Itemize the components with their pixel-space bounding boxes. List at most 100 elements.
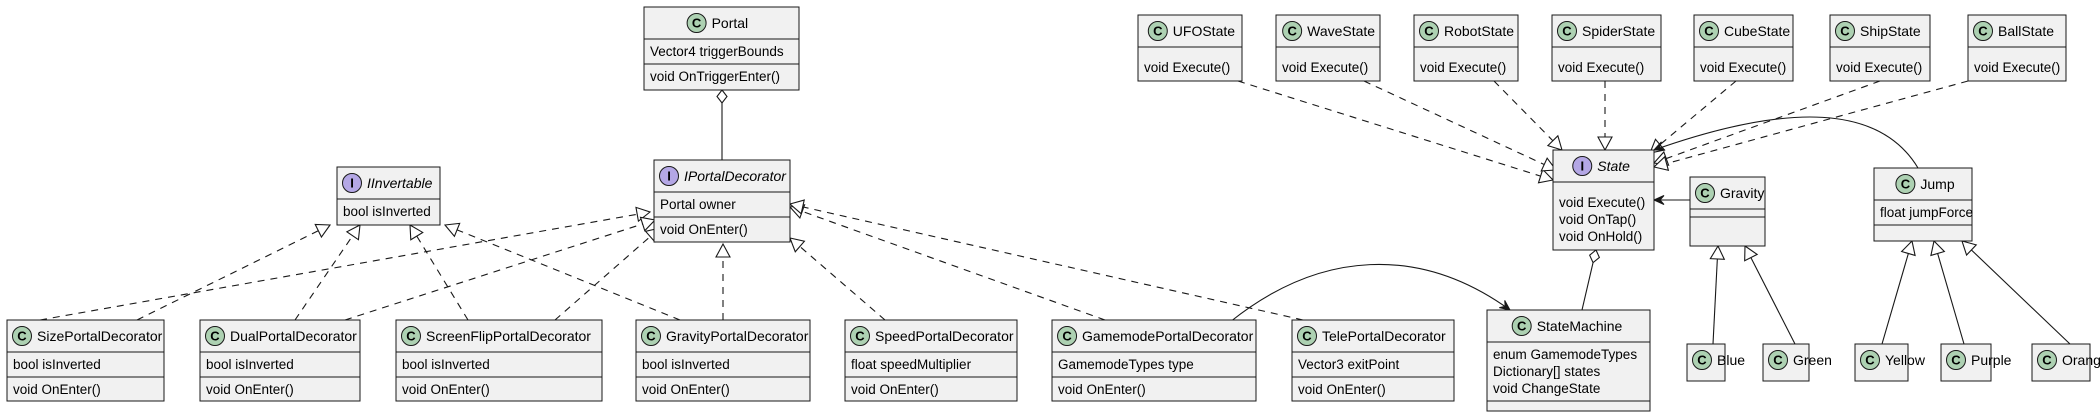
badge-letter: C — [692, 16, 702, 31]
association-arrowhead — [1652, 141, 1666, 151]
relation-wavestate-to-state — [1363, 80, 1558, 172]
realization-triangle — [1597, 136, 1613, 152]
relation-orange-to-jump — [1961, 240, 2071, 345]
badge-letter: I — [1580, 159, 1584, 174]
class-box — [1552, 149, 1655, 251]
class-field: GamemodeTypes type — [1058, 357, 1194, 372]
class-badge-icon — [1557, 21, 1577, 41]
relation-line — [1750, 257, 1796, 345]
relation-line — [1712, 258, 1718, 345]
relations-layer — [39, 80, 2071, 345]
class-name: IInvertable — [367, 175, 433, 191]
realization-triangle — [314, 223, 332, 239]
relation-gravity-to-state — [1652, 195, 1690, 205]
relation-gamemodeportal-to-statemachine — [1229, 263, 1511, 323]
class-box — [1291, 319, 1455, 402]
badge-letter: C — [210, 329, 220, 344]
badge-letter: C — [1865, 353, 1875, 368]
relation-line — [456, 229, 681, 321]
inheritance-triangle — [1930, 239, 1946, 257]
relation-speedportal-to-iportaldecorator — [789, 237, 886, 321]
interface-badge-icon — [659, 166, 679, 186]
badge-letter: C — [1697, 353, 1707, 368]
class-badge-icon — [850, 326, 870, 346]
class-name: SpiderState — [1582, 23, 1655, 39]
class-method: void Execute() — [1420, 60, 1506, 75]
realization-triangle — [635, 206, 652, 223]
class-badge-icon — [1973, 21, 1993, 41]
realization-triangle — [789, 237, 806, 253]
relation-cubestate-to-state — [1649, 80, 1737, 154]
class-badge-icon — [1860, 350, 1880, 370]
badge-letter: C — [1517, 319, 1527, 334]
class-name: SizePortalDecorator — [37, 328, 163, 344]
class-box — [199, 319, 361, 402]
relation-green-to-gravity — [1744, 244, 1796, 345]
class-name: Portal — [712, 15, 749, 31]
class-field: void ChangeState — [1493, 381, 1600, 396]
class-badge-icon — [1946, 350, 1966, 370]
class-name: Purple — [1971, 352, 2012, 368]
class-box — [1693, 14, 1794, 82]
class-name: UFOState — [1173, 23, 1235, 39]
class-box — [1051, 319, 1257, 402]
class-orange[interactable]: COrange — [2031, 343, 2100, 382]
aggregation-diamond — [716, 89, 728, 104]
class-badge-icon — [1057, 326, 1078, 346]
relation-ufostate-to-state — [1237, 80, 1555, 184]
class-method: void Execute() — [1282, 60, 1368, 75]
class-box — [395, 319, 603, 402]
class-field: bool isInverted — [343, 204, 431, 219]
class-method: void Execute() — [1144, 60, 1230, 75]
relation-portal-to-iportaldecorator — [716, 89, 728, 160]
badge-letter: C — [1302, 329, 1312, 344]
badge-letter: C — [1840, 24, 1850, 39]
relation-line — [39, 213, 638, 321]
relation-line — [294, 235, 354, 321]
class-name: Gravity — [1720, 185, 1764, 201]
class-badge-icon — [1768, 350, 1788, 370]
class-box — [6, 319, 165, 402]
inheritance-triangle — [1900, 239, 1916, 257]
relation-ballstate-to-state — [1652, 80, 1969, 172]
badge-letter: C — [406, 329, 416, 344]
relation-line — [1493, 80, 1554, 142]
relation-gamemodeportal-to-iportaldecorator — [788, 204, 1106, 321]
class-name: GamemodePortalDecorator — [1082, 328, 1254, 344]
class-name: SpeedPortalDecorator — [875, 328, 1014, 344]
relation-line — [136, 230, 319, 321]
relation-purple-to-jump — [1930, 239, 1965, 345]
class-method: void Execute() — [1559, 195, 1645, 210]
class-name: Green — [1793, 352, 1832, 368]
realization-triangle — [1537, 168, 1555, 184]
class-name: StateMachine — [1537, 318, 1623, 334]
class-field: Vector4 triggerBounds — [650, 44, 784, 59]
relation-blue-to-gravity — [1709, 244, 1726, 345]
class-name: BallState — [1998, 23, 2054, 39]
